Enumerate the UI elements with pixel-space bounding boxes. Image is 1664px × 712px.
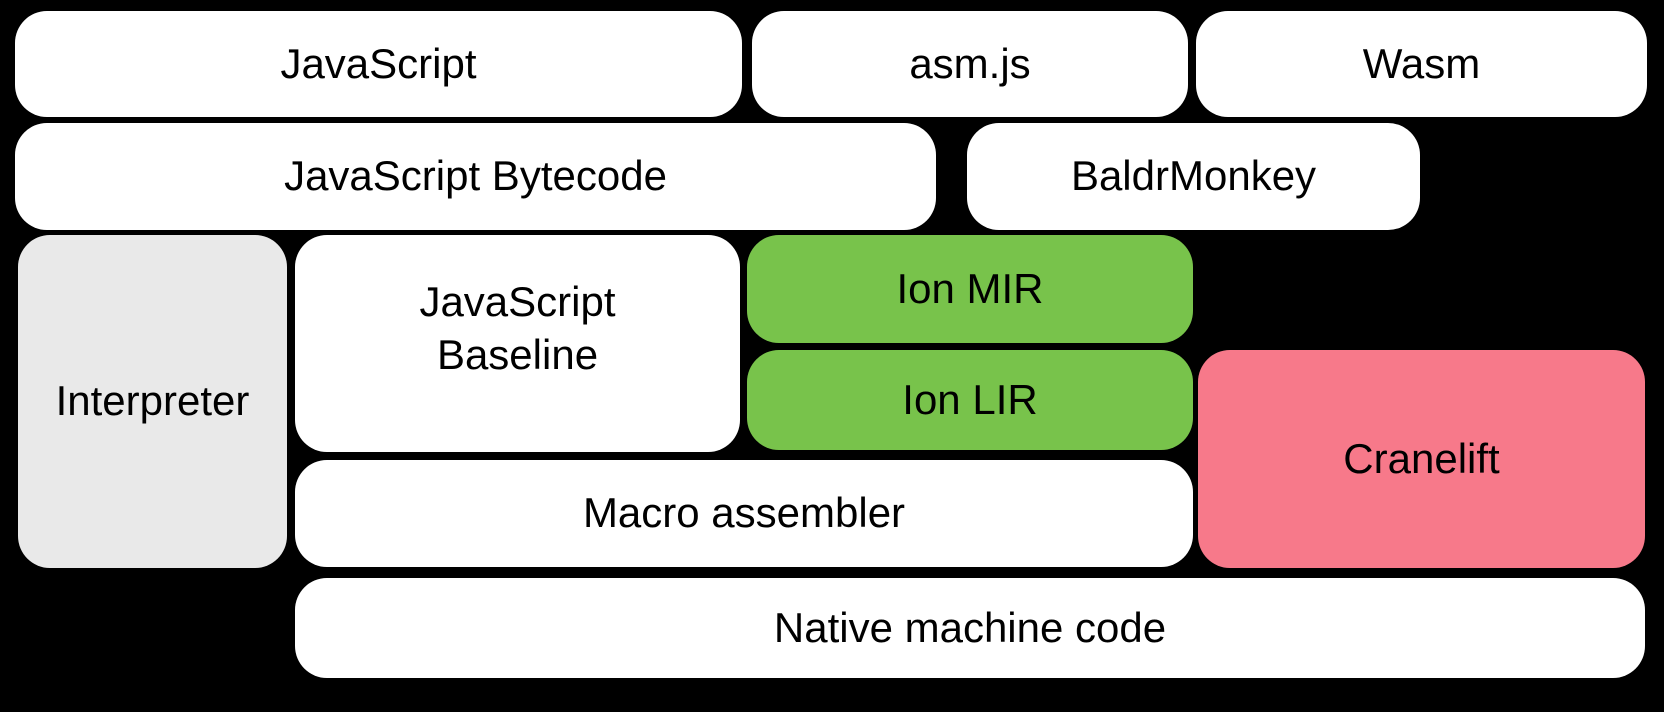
box-javascript-baseline-label: JavaScript Baseline bbox=[419, 278, 616, 378]
box-ion-mir: Ion MIR bbox=[747, 235, 1193, 343]
box-ion-mir-label: Ion MIR bbox=[896, 264, 1044, 312]
box-interpreter: Interpreter bbox=[18, 235, 287, 568]
box-wasm-label: Wasm bbox=[1362, 39, 1481, 87]
box-macro-assembler: Macro assembler bbox=[295, 460, 1193, 567]
box-javascript: JavaScript bbox=[15, 11, 742, 117]
box-javascript-label: JavaScript bbox=[280, 39, 477, 87]
box-ion-lir: Ion LIR bbox=[747, 350, 1193, 450]
box-macro-assembler-label: Macro assembler bbox=[582, 489, 906, 537]
box-wasm: Wasm bbox=[1196, 11, 1647, 117]
box-javascript-bytecode: JavaScript Bytecode bbox=[15, 123, 936, 230]
box-native-machine-code: Native machine code bbox=[295, 578, 1645, 678]
box-asmjs: asm.js bbox=[752, 11, 1188, 117]
box-baldrmonkey: BaldrMonkey bbox=[967, 123, 1420, 230]
box-ion-lir-label: Ion LIR bbox=[902, 375, 1038, 423]
box-asmjs-label: asm.js bbox=[909, 39, 1031, 87]
box-javascript-baseline: JavaScript Baseline bbox=[295, 235, 740, 452]
box-interpreter-label: Interpreter bbox=[55, 377, 250, 425]
box-cranelift: Cranelift bbox=[1198, 350, 1645, 568]
box-cranelift-label: Cranelift bbox=[1343, 434, 1500, 482]
box-baldrmonkey-label: BaldrMonkey bbox=[1070, 152, 1317, 200]
box-native-machine-code-label: Native machine code bbox=[773, 603, 1167, 651]
box-javascript-bytecode-label: JavaScript Bytecode bbox=[284, 152, 667, 200]
